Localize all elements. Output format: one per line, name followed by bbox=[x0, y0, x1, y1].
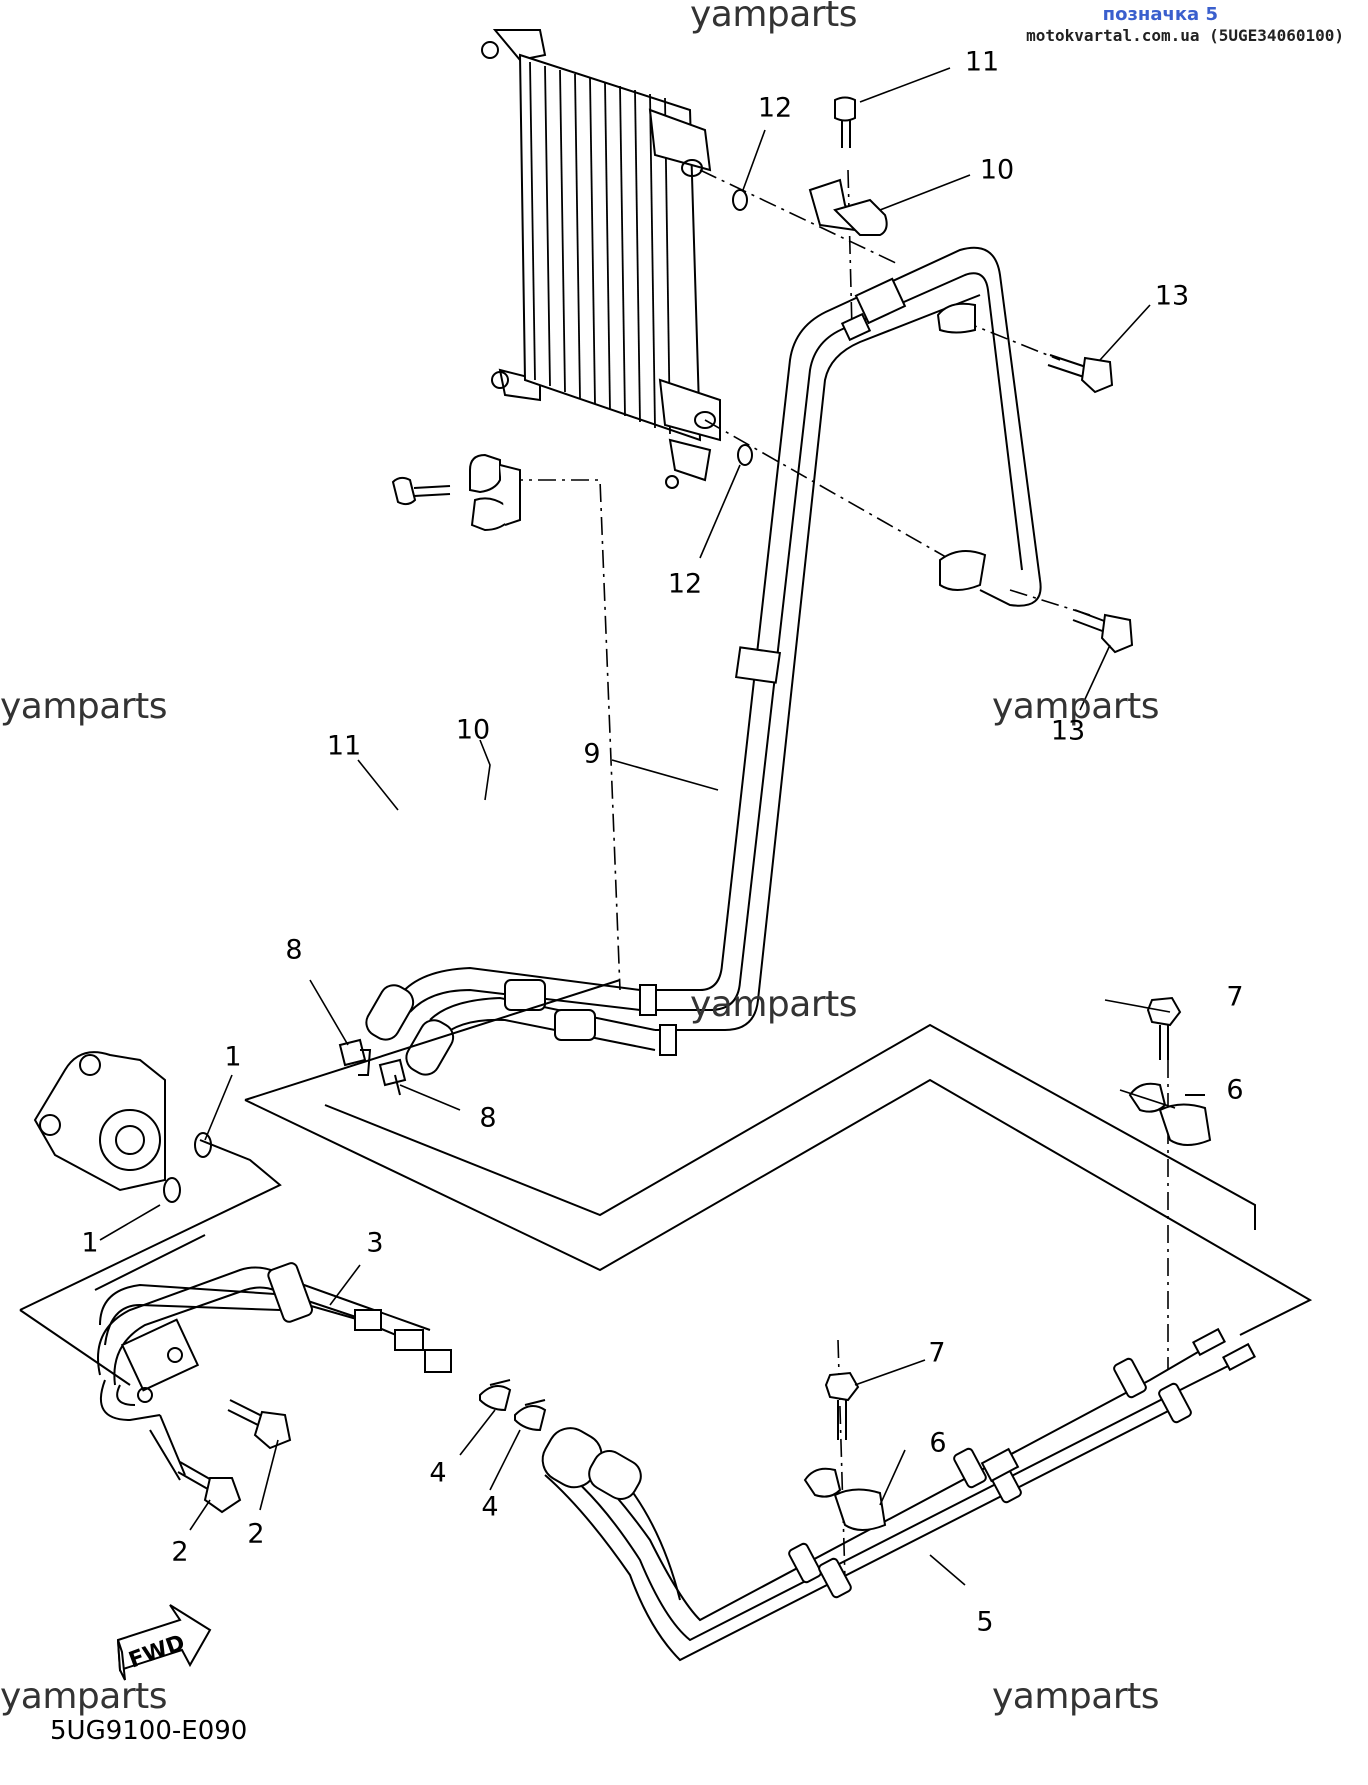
callout-7: 7 bbox=[1226, 981, 1244, 1013]
callout-1: 1 bbox=[224, 1041, 242, 1073]
callout-4: 4 bbox=[429, 1457, 447, 1489]
gasket-1-lower bbox=[164, 1178, 180, 1202]
bolt-13-lower bbox=[1073, 610, 1132, 652]
pipe-3 bbox=[98, 1261, 451, 1420]
gasket-12-lower bbox=[738, 445, 752, 465]
callout-6: 6 bbox=[929, 1427, 947, 1459]
bolt-11-upper bbox=[835, 98, 855, 149]
clamp-10-upper bbox=[810, 180, 887, 235]
diagram-code: 5UG9100-E090 bbox=[50, 1716, 248, 1746]
watermark: yamparts bbox=[0, 1676, 168, 1717]
hose-segment bbox=[361, 968, 655, 1080]
watermark: yamparts bbox=[690, 0, 858, 35]
fwd-arrow bbox=[118, 1605, 210, 1680]
callout-8: 8 bbox=[479, 1102, 497, 1134]
callout-9: 9 bbox=[583, 738, 601, 770]
callout-10: 10 bbox=[979, 154, 1015, 186]
clip-4 bbox=[480, 1380, 545, 1430]
bolt-7-lower bbox=[826, 1373, 858, 1440]
callout-12: 12 bbox=[667, 568, 703, 600]
clamp-10-lower bbox=[470, 455, 520, 530]
callout-5: 5 bbox=[976, 1606, 994, 1638]
header-source: motokvartal.com.ua (5UGE34060100) bbox=[1026, 26, 1344, 45]
callout-11: 11 bbox=[964, 46, 1000, 78]
callout-13: 13 bbox=[1050, 715, 1086, 747]
fitting-8 bbox=[340, 1040, 405, 1095]
clamp-6-lower bbox=[805, 1469, 885, 1530]
callout-11: 11 bbox=[326, 730, 362, 762]
watermark: yamparts bbox=[0, 686, 168, 727]
callout-7: 7 bbox=[928, 1337, 946, 1369]
oil-filter-housing bbox=[35, 1052, 211, 1202]
watermark: yamparts bbox=[992, 686, 1160, 727]
callout-8: 8 bbox=[285, 934, 303, 966]
header-tag: позначка 5 bbox=[1102, 4, 1218, 25]
callout-4: 4 bbox=[481, 1491, 499, 1523]
callout-3: 3 bbox=[366, 1227, 384, 1259]
bolt-7-upper bbox=[1148, 998, 1180, 1060]
callout-2: 2 bbox=[247, 1518, 265, 1550]
gasket-12-upper bbox=[733, 190, 747, 210]
callout-13: 13 bbox=[1154, 280, 1190, 312]
callout-1: 1 bbox=[81, 1227, 99, 1259]
callout-2: 2 bbox=[171, 1536, 189, 1568]
clamp-6-upper bbox=[1130, 1084, 1210, 1145]
gasket-1-upper bbox=[195, 1133, 211, 1157]
callout-6: 6 bbox=[1226, 1074, 1244, 1106]
oil-cooler bbox=[482, 30, 720, 488]
callout-12: 12 bbox=[757, 92, 793, 124]
bolt-2 bbox=[150, 1400, 290, 1512]
bolt-11-lower bbox=[393, 478, 450, 504]
callout-10: 10 bbox=[455, 714, 491, 746]
watermark: yamparts bbox=[690, 984, 858, 1025]
pipe-9 bbox=[640, 248, 1041, 1055]
bolt-13-upper bbox=[1048, 355, 1112, 392]
watermark: yamparts bbox=[992, 1676, 1160, 1717]
pipe-5 bbox=[535, 1329, 1255, 1660]
